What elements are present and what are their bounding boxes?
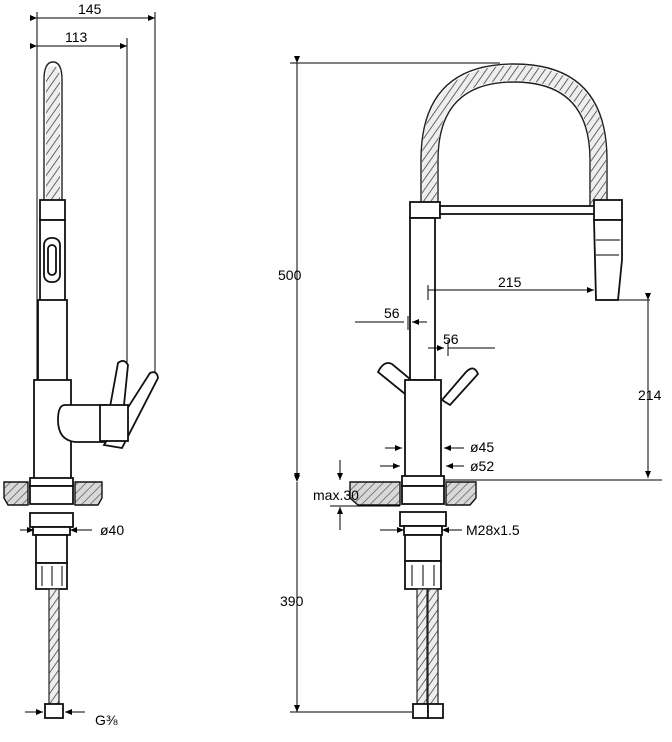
dim-connector: G⅜: [95, 712, 118, 728]
front-view: 500 215 56 56: [278, 56, 662, 719]
dim-shank-diameter: ø40: [100, 522, 124, 538]
dim-handle-left: 56: [384, 305, 400, 321]
dim-hose-length: 390: [280, 593, 304, 609]
dim-handle-right: 56: [443, 331, 459, 347]
dim-max-thickness: max.30: [313, 487, 359, 503]
dim-body-diameter: ø45: [470, 439, 494, 455]
side-view: 145 113: [3, 1, 159, 728]
dim-reach: 215: [498, 274, 522, 290]
dim-width-spout: 113: [65, 29, 88, 45]
dim-height-outlet: 214: [638, 387, 662, 403]
dim-base-diameter: ø52: [470, 458, 494, 474]
dim-height-total: 500: [278, 267, 302, 283]
dim-thread: M28x1.5: [466, 522, 520, 538]
dim-width-total: 145: [78, 1, 102, 17]
